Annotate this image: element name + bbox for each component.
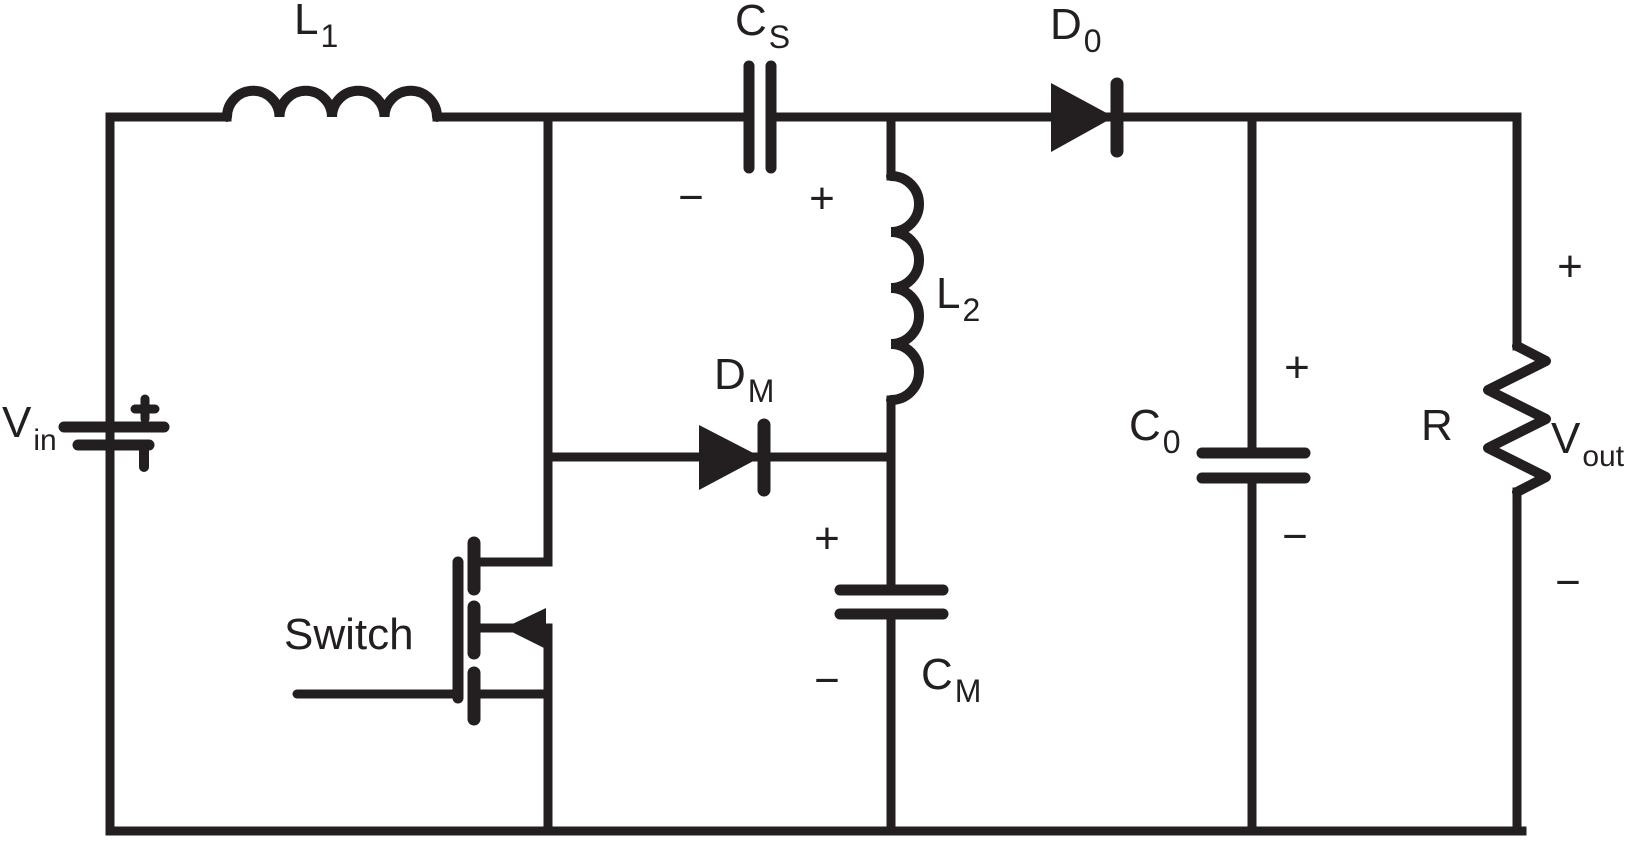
label-vin-main: V	[2, 398, 32, 447]
label-r-main: R	[1421, 401, 1453, 450]
label-dm-sub: M	[747, 373, 775, 409]
label-l1-main: L	[294, 0, 319, 44]
label-cs-sub: S	[768, 19, 791, 55]
label-l2: L2	[936, 269, 980, 327]
mosfet-body-arrow	[504, 608, 546, 649]
capacitor-c0	[1196, 447, 1311, 484]
inductor-l2	[886, 171, 924, 405]
label-vin-sub: in	[33, 424, 57, 457]
wire-left-bottom-rail	[105, 112, 1527, 836]
label-cm: CM	[921, 650, 981, 708]
battery-plus-mark	[130, 394, 160, 424]
inductor-l1	[222, 85, 442, 122]
label-cm-main: C	[921, 650, 953, 699]
wire-top-right-rail	[772, 112, 1522, 351]
label-switch: Switch	[284, 613, 414, 657]
label-d0: D0	[1050, 0, 1102, 58]
cm-plus-sign: +	[814, 514, 840, 563]
d0-triangle	[1051, 83, 1114, 152]
cm-minus-sign: −	[814, 656, 840, 705]
c0-plus-sign: +	[1284, 343, 1310, 392]
label-cs-main: C	[735, 0, 767, 45]
label-c0: C0	[1129, 401, 1181, 459]
label-dm-main: D	[714, 350, 746, 399]
label-vout-sub: out	[1582, 440, 1625, 473]
mosfet-switch	[292, 536, 553, 836]
label-d0-sub: 0	[1083, 23, 1102, 59]
vout-minus-sign: −	[1555, 558, 1581, 607]
label-r: R	[1421, 404, 1453, 448]
label-l1-sub: 1	[320, 18, 339, 54]
label-vout: Vout	[1551, 414, 1624, 472]
diode-dm	[699, 418, 771, 497]
label-cs: CS	[735, 0, 790, 53]
vout-plus-sign: +	[1557, 242, 1583, 291]
capacitor-cm	[834, 584, 949, 620]
battery-vin	[58, 394, 170, 472]
resistor-r	[1483, 341, 1551, 497]
label-vin: Vin	[2, 398, 57, 456]
label-l1: L1	[294, 0, 338, 52]
dm-triangle	[699, 425, 761, 490]
cs-minus-sign: −	[678, 173, 704, 222]
capacitor-cs	[743, 60, 777, 174]
label-l2-sub: 2	[962, 292, 981, 328]
c0-minus-sign: −	[1282, 512, 1308, 561]
diode-d0	[1051, 77, 1124, 158]
label-switch-main: Switch	[284, 610, 414, 659]
label-c0-sub: 0	[1162, 424, 1181, 460]
wires	[105, 112, 1527, 836]
label-dm: DM	[714, 350, 774, 408]
label-vout-main: V	[1551, 414, 1581, 463]
cs-plus-sign: +	[809, 174, 835, 223]
label-cm-sub: M	[954, 673, 982, 709]
label-c0-main: C	[1129, 401, 1161, 450]
label-l2-main: L	[936, 269, 961, 318]
label-d0-main: D	[1050, 0, 1082, 49]
